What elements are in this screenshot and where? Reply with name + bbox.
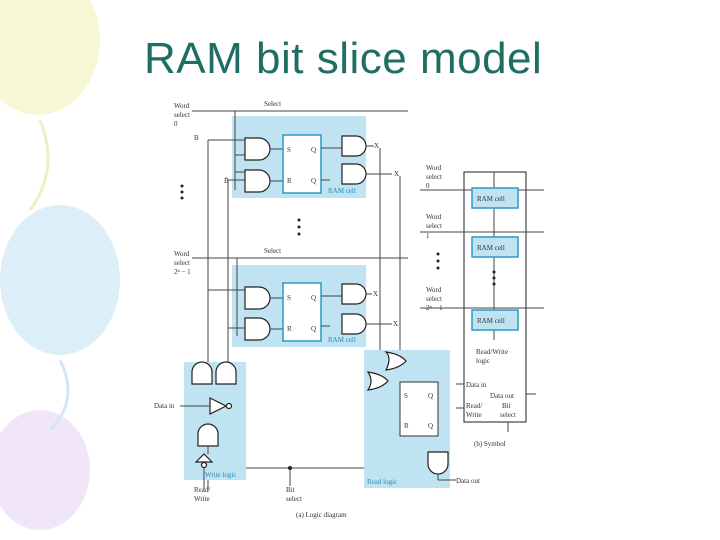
and-gate-reset-2 <box>244 317 271 341</box>
sym-bit-1: Bit <box>502 402 511 410</box>
sym-rw-1: Read/ <box>466 402 482 410</box>
sym-data-in: Data in <box>466 381 487 389</box>
q-bar-label-2: Q <box>311 325 316 333</box>
symbol-cell-label-0: RAM cell <box>477 195 505 203</box>
and-gate-reset <box>244 169 271 193</box>
b-bar-label: B̄ <box>224 177 229 185</box>
sym-rw-2: Write <box>466 411 482 419</box>
bottom-ram-cell: S R Q Q X X RAM cell Select Word select … <box>174 247 408 347</box>
read-write-2: Write <box>194 495 210 503</box>
ram-cell-label: RAM cell <box>328 187 356 195</box>
symbol-ram-cell-1 <box>471 236 519 258</box>
top-ram-cell: S R Q Q X X RAM cell B B̄ Select Word se… <box>174 100 408 490</box>
read-logic-label: Read logic <box>367 478 397 486</box>
b-label: B <box>194 134 199 142</box>
data-out-label: Data out <box>456 477 480 485</box>
and-gate-write-3 <box>197 423 219 447</box>
slide-title: RAM bit slice model <box>144 34 543 83</box>
read-logic: S R Q Q Read logic Data out <box>364 350 480 488</box>
x-label: X <box>374 142 379 150</box>
sym-wordn-2: select <box>426 295 442 303</box>
and-gate-read-out <box>427 451 449 475</box>
word-select-0-1: Word <box>174 102 190 110</box>
sr-latch-2 <box>282 282 322 342</box>
symbol-ram-cell-0 <box>471 187 519 209</box>
and-gate-write-2 <box>215 361 237 385</box>
write-logic: Data in Write logic Read/ Write <box>154 361 246 503</box>
sym-rw-logic-2: logic <box>476 357 490 365</box>
symbol-cell-label-1: RAM cell <box>477 244 505 252</box>
sym-word0-2: select <box>426 173 442 181</box>
ram-symbol: RAM cell RAM cell RAM cell Word select 0… <box>420 164 544 448</box>
x-label-2: X <box>394 170 399 178</box>
x-label-3: X <box>373 290 378 298</box>
sym-word1-1: Word <box>426 213 442 221</box>
read-q-label: Q <box>428 392 433 400</box>
word-select-0-2: select <box>174 111 190 119</box>
read-s-label: S <box>404 392 408 400</box>
sym-wordn-1: Word <box>426 286 442 294</box>
q-label: Q <box>311 146 316 154</box>
and-gate-set <box>244 137 271 161</box>
s-label-2: S <box>287 294 291 302</box>
word-select-n-2: select <box>174 259 190 267</box>
or-gate-1 <box>384 351 407 371</box>
sym-data-out: Data out <box>490 392 514 400</box>
or-gate-2 <box>366 371 389 391</box>
read-r-label: R <box>404 422 409 430</box>
bit-select-2: select <box>286 495 302 503</box>
word-select-n-1: Word <box>174 250 190 258</box>
word-select-0-3: 0 <box>174 120 178 128</box>
r-label: R <box>287 177 292 185</box>
and-gate-out-x <box>341 135 367 157</box>
bit-select-1: Bit <box>286 486 295 494</box>
and-gate-out-c <box>341 163 367 185</box>
caption-a: (a) Logic diagram <box>296 511 347 519</box>
and-gate-set-2 <box>244 286 271 310</box>
and-gate-write-1 <box>191 361 213 385</box>
data-in-label: Data in <box>154 402 175 410</box>
sym-word0-1: Word <box>426 164 442 172</box>
x-label-4: X <box>393 320 398 328</box>
q-bar-label: Q <box>311 177 316 185</box>
read-write-1: Read/ <box>194 486 210 494</box>
sym-word1-3: 1 <box>426 232 430 240</box>
caption-b: (b) Symbol <box>474 440 506 448</box>
select-label: Select <box>264 100 281 108</box>
sr-latch <box>282 134 322 194</box>
and-gate-out-x-2 <box>341 283 367 305</box>
r-label-2: R <box>287 325 292 333</box>
symbol-ram-cell-n <box>471 309 519 331</box>
sr-latch-read <box>399 381 439 437</box>
word-select-n-3: 2ⁿ − 1 <box>174 268 191 276</box>
sym-word0-3: 0 <box>426 182 430 190</box>
sym-word1-2: select <box>426 222 442 230</box>
and-gate-out-c-2 <box>341 313 367 335</box>
read-q-bar-label: Q <box>428 422 433 430</box>
s-label: S <box>287 146 291 154</box>
symbol-cell-label-n: RAM cell <box>477 317 505 325</box>
ellipsis-dots <box>180 184 301 236</box>
write-logic-label: Write logic <box>205 471 236 479</box>
sym-wordn-3: 2ⁿ − 1 <box>426 304 443 312</box>
sym-bit-2: select <box>500 411 516 419</box>
ram-cell-label-2: RAM cell <box>328 336 356 344</box>
sym-rw-logic-1: Read/Write <box>476 348 508 356</box>
select-label-2: Select <box>264 247 281 255</box>
q-label-2: Q <box>311 294 316 302</box>
